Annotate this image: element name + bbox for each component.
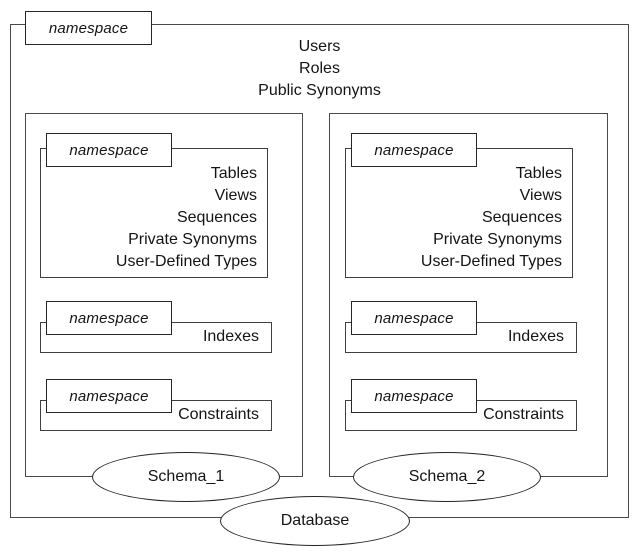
list-item: User-Defined Types: [420, 253, 562, 270]
database-label: Database: [280, 512, 350, 529]
namespace-tab-label: namespace: [69, 387, 149, 405]
list-item: Constraints: [178, 406, 259, 423]
list-item: Public Synonyms: [258, 82, 381, 99]
namespace-tab: namespace: [25, 11, 152, 45]
list-item: Views: [519, 187, 562, 204]
namespace-tab-label: namespace: [48, 19, 129, 37]
list-item: Tables: [210, 165, 257, 182]
list-item: Indexes: [507, 328, 564, 345]
list-item: User-Defined Types: [115, 253, 257, 270]
schema2-label: Schema_2: [408, 468, 486, 485]
global-objects-list: Users Roles Public Synonyms: [10, 36, 629, 102]
list-item: Roles: [299, 60, 340, 77]
namespace-tab-label: namespace: [69, 141, 149, 159]
schema2-ellipse: Schema_2: [353, 452, 541, 502]
schema1-objects-list: Tables Views Sequences Private Synonyms …: [41, 149, 267, 273]
namespace-tab: namespace: [351, 379, 477, 413]
list-item: Sequences: [176, 209, 257, 226]
list-item: Indexes: [202, 328, 259, 345]
list-item: Sequences: [481, 209, 562, 226]
namespace-tab-label: namespace: [374, 309, 454, 327]
list-item: Users: [298, 38, 341, 55]
schema2-objects-list: Tables Views Sequences Private Synonyms …: [346, 149, 572, 273]
schema2-objects-namespace-box: Tables Views Sequences Private Synonyms …: [345, 148, 573, 278]
schema1-label: Schema_1: [147, 468, 225, 485]
list-item: Private Synonyms: [128, 231, 257, 248]
namespace-tab: namespace: [351, 301, 477, 335]
namespace-tab-label: namespace: [69, 309, 149, 327]
list-item: Constraints: [483, 406, 564, 423]
list-item: Tables: [515, 165, 562, 182]
database-ellipse: Database: [220, 496, 410, 546]
list-item: Private Synonyms: [433, 231, 562, 248]
schema1-ellipse: Schema_1: [92, 452, 280, 502]
list-item: Views: [214, 187, 257, 204]
namespace-tab-label: namespace: [374, 387, 454, 405]
namespace-tab-label: namespace: [374, 141, 454, 159]
namespace-tab: namespace: [46, 133, 172, 167]
namespace-tab: namespace: [351, 133, 477, 167]
namespace-tab: namespace: [46, 301, 172, 335]
schema1-objects-namespace-box: Tables Views Sequences Private Synonyms …: [40, 148, 268, 278]
namespace-tab: namespace: [46, 379, 172, 413]
